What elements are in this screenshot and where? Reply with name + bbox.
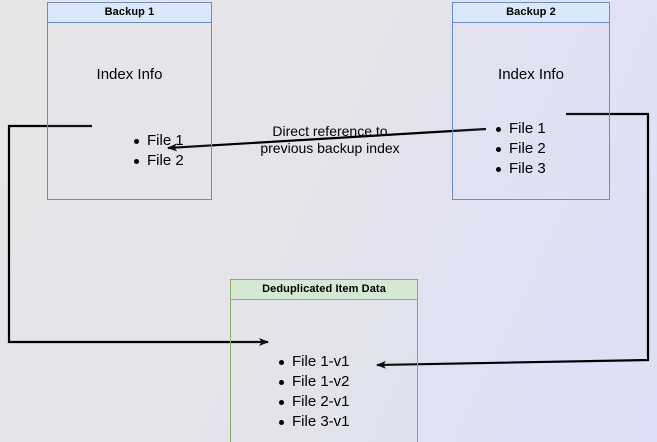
edge-label-line-2: previous backup index [260, 140, 400, 156]
list-item[interactable]: File 2 [494, 139, 546, 159]
node-backup-2[interactable]: Backup 2 Index Info File 1 File 2 File 3 [452, 2, 610, 200]
node-dedup-body: File 1-v1 File 1-v2 File 2-v1 File 3-v1 [230, 300, 418, 442]
list-item[interactable]: File 1 [494, 119, 546, 139]
backup-2-file-list: File 1 File 2 File 3 [494, 119, 546, 179]
node-backup-1-header: Backup 1 [47, 2, 212, 23]
edge-label-line-1: Direct reference to [272, 123, 388, 139]
node-backup-1[interactable]: Backup 1 Index Info File 1 File 2 [47, 2, 212, 200]
node-backup-1-body: Index Info File 1 File 2 [47, 23, 212, 200]
node-backup-2-header: Backup 2 [452, 2, 610, 23]
dedup-file-list: File 1-v1 File 1-v2 File 2-v1 File 3-v1 [277, 352, 350, 432]
backup-2-index-info-label: Index Info [498, 66, 564, 83]
list-item[interactable]: File 2 [132, 151, 184, 171]
backup-1-file-list: File 1 File 2 [132, 131, 184, 171]
node-deduplicated-item-data[interactable]: Deduplicated Item Data File 1-v1 File 1-… [230, 279, 418, 442]
backup-1-index-info-label: Index Info [96, 66, 163, 83]
list-item[interactable]: File 1 [132, 131, 184, 151]
list-item[interactable]: File 1-v1 [277, 352, 350, 372]
node-backup-2-body: Index Info File 1 File 2 File 3 [452, 23, 610, 200]
list-item[interactable]: File 3 [494, 159, 546, 179]
list-item[interactable]: File 2-v1 [277, 392, 350, 412]
list-item[interactable]: File 3-v1 [277, 412, 350, 432]
node-dedup-header: Deduplicated Item Data [230, 279, 418, 300]
edge-label-direct-reference: Direct reference to previous backup inde… [245, 123, 415, 157]
list-item[interactable]: File 1-v2 [277, 372, 350, 392]
